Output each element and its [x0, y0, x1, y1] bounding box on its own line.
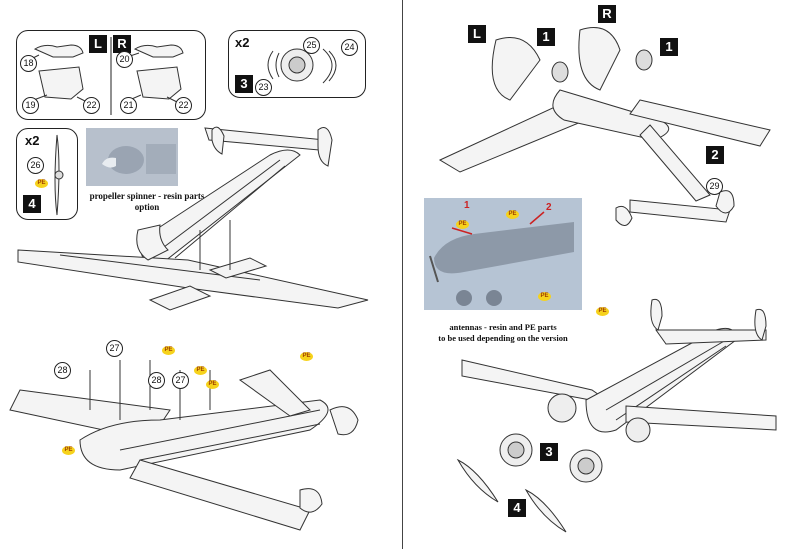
- part-25: 25: [303, 37, 320, 54]
- multiplier-x2: x2: [235, 35, 250, 50]
- photo-pe-3: PE: [538, 292, 551, 301]
- spinner-caption-line2: option: [134, 202, 160, 212]
- photo-label-1: 1: [464, 200, 470, 211]
- callout-28b: 28: [148, 372, 165, 389]
- step4-propeller-box: x2 4 26 PE: [16, 128, 78, 220]
- pe-label-5: PE: [62, 446, 75, 455]
- aircraft-assembly-view-top-left: [17, 126, 369, 311]
- multiplier-x2: x2: [25, 133, 40, 148]
- step-4-badge: 4: [23, 195, 41, 213]
- antenna-photo: 1 2 PE PE PE: [424, 198, 582, 310]
- antenna-caption-line2: to be used depending on the version: [438, 333, 568, 343]
- photo-pe-1: PE: [456, 220, 469, 229]
- part-19: 19: [22, 97, 39, 114]
- antenna-caption: antennas - resin and PE parts to be used…: [430, 322, 576, 344]
- photo-pe-2: PE: [506, 210, 519, 219]
- pe-label-3: PE: [206, 380, 219, 389]
- spinner-caption: propeller spinner - resin parts option: [82, 191, 212, 213]
- engine-parts-drawing: [267, 48, 337, 84]
- nacelle-parts-box: L R 18 19 22 20 21 22: [16, 30, 206, 120]
- step3-engine-box: x2 3 25 24 23: [228, 30, 366, 98]
- step-4-badge-right: 4: [508, 499, 526, 517]
- badge-right: R: [113, 35, 131, 53]
- step-1-badge-a: 1: [537, 28, 555, 46]
- callout-28: 28: [54, 362, 71, 379]
- aircraft-underside-view: [438, 27, 771, 226]
- step-2-badge: 2: [706, 146, 724, 164]
- part-22: 22: [83, 97, 100, 114]
- pe-label-2: PE: [194, 366, 207, 375]
- spinner-caption-line1: propeller spinner - resin parts: [89, 191, 205, 201]
- pe-label: PE: [35, 179, 48, 188]
- photo-label-2: 2: [546, 202, 552, 213]
- callout-27b: 27: [172, 372, 189, 389]
- propeller-drawing: [54, 134, 64, 216]
- right-badge-right: R: [598, 5, 616, 23]
- step-3-badge: 3: [235, 75, 253, 93]
- part-29: 29: [706, 178, 723, 195]
- part-18: 18: [20, 55, 37, 72]
- part-22b: 22: [175, 97, 192, 114]
- badge-left: L: [89, 35, 107, 53]
- part-24: 24: [341, 39, 358, 56]
- part-21: 21: [120, 97, 137, 114]
- right-badge-left: L: [468, 25, 486, 43]
- part-23: 23: [255, 79, 272, 96]
- callout-27: 27: [106, 340, 123, 357]
- step-3-badge-right: 3: [540, 443, 558, 461]
- pe-label-bottom: PE: [596, 307, 609, 316]
- pe-label-4: PE: [300, 352, 313, 361]
- step-1-badge-b: 1: [660, 38, 678, 56]
- aircraft-engine-assembly-view: [456, 298, 777, 533]
- spinner-photo: [86, 128, 178, 186]
- antenna-caption-line1: antennas - resin and PE parts: [449, 322, 557, 332]
- part-20: 20: [116, 51, 133, 68]
- page-fold-line: [402, 0, 403, 549]
- pe-label-1: PE: [162, 346, 175, 355]
- part-26: 26: [27, 157, 44, 174]
- aircraft-assembly-view-bottom-left: [9, 360, 359, 531]
